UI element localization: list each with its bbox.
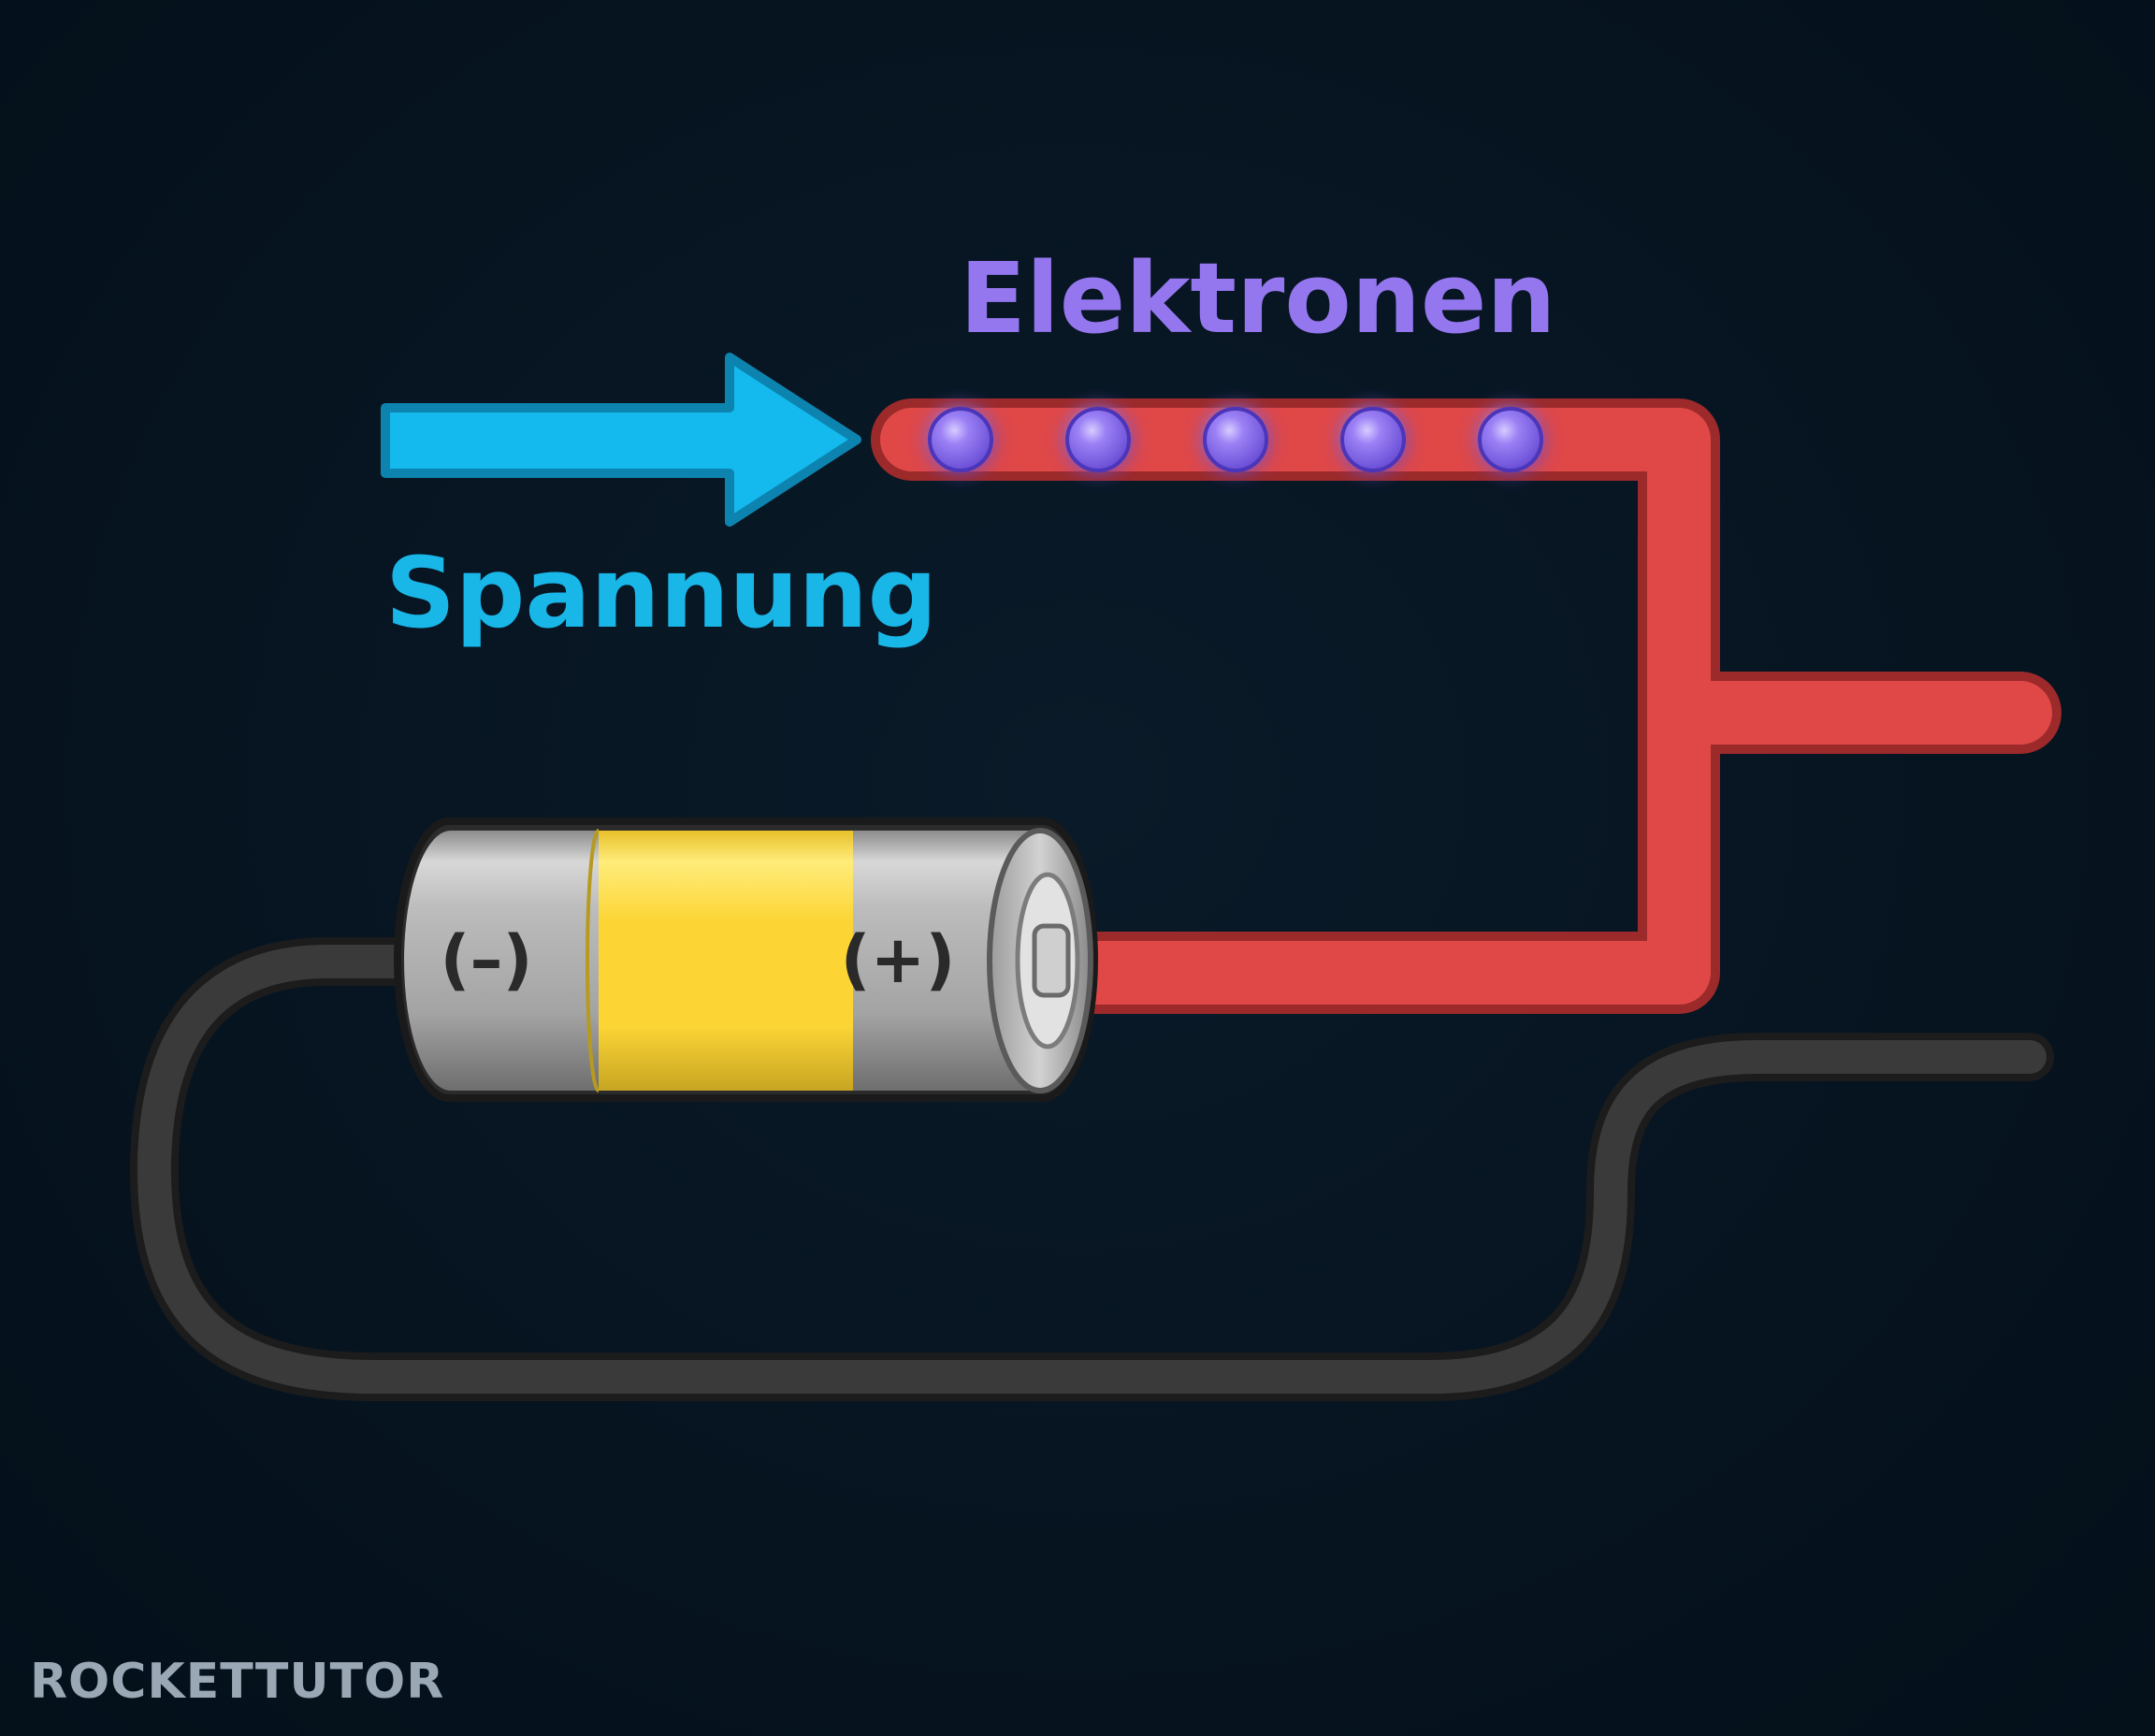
electron-icon: [1203, 407, 1268, 472]
voltage-arrow-icon: [381, 353, 861, 527]
battery: (–) (+): [394, 817, 1098, 1102]
positive-wire: [871, 398, 2061, 1014]
electron-icon: [1478, 407, 1543, 472]
negative-wire: [129, 937, 2054, 1401]
positive-terminal-nub: [1032, 923, 1071, 998]
voltage-label: Spannung: [385, 536, 937, 650]
battery-band: [599, 831, 853, 1091]
electron-icon: [1065, 407, 1131, 472]
electron-group: [928, 407, 1543, 472]
electron-icon: [1340, 407, 1406, 472]
battery-negative-label: (–): [441, 921, 533, 998]
rockettutor-logo: ROCKETTUTOR: [30, 1654, 445, 1710]
electron-icon: [928, 407, 993, 472]
electrons-label: Elektronen: [960, 241, 1555, 355]
battery-positive-label: (+): [841, 921, 956, 998]
